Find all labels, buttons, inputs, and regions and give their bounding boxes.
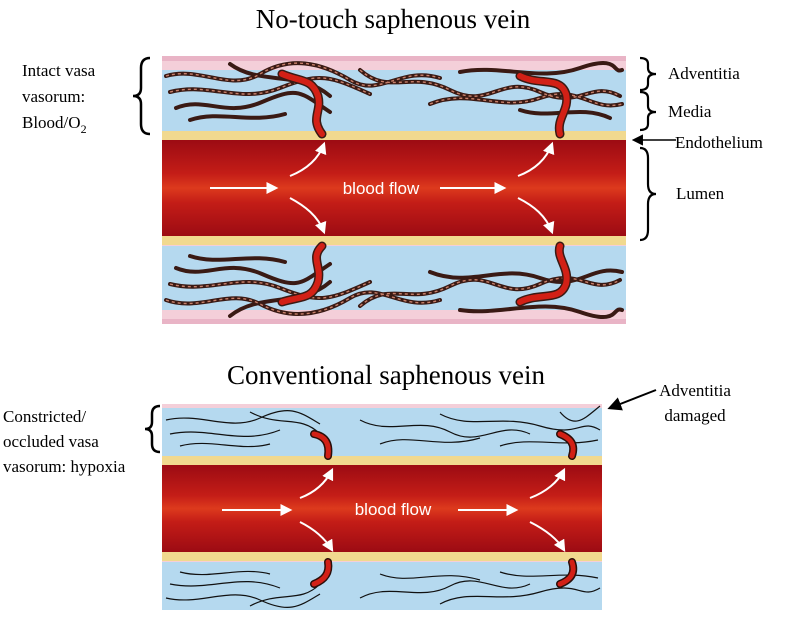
top-vessel: blood flow [162, 56, 626, 324]
top-endothelium-lower [162, 236, 626, 245]
damage-label-line1: Adventitia [659, 381, 731, 400]
damage-pointer-arrow [607, 389, 657, 411]
bottom-flow-arrow-up-left [299, 467, 334, 499]
top-flow-arrows [210, 141, 555, 235]
bottom-flow-arrow-down-right [529, 521, 566, 553]
top-lower-fiber-highlights [165, 277, 621, 315]
bottom-left-label-line1: Constricted/ [3, 407, 86, 426]
lumen-bracket [639, 146, 657, 242]
bottom-endothelium-lower [162, 552, 602, 561]
bottom-flow-arrow-down-left [299, 521, 334, 553]
media-label: Media [668, 102, 712, 121]
bottom-media-upper [162, 408, 602, 458]
top-adventitia-edge-bottom [162, 319, 626, 324]
bottom-media-lower [162, 562, 602, 610]
top-endothelium-upper [162, 131, 626, 140]
damage-label-line2: damaged [664, 406, 726, 425]
top-upper-fiber-highlights [165, 62, 623, 107]
top-left-label-line1: Intact vasa [22, 61, 96, 80]
bottom-lower-fibers [165, 570, 601, 608]
bottom-endothelium-upper [162, 456, 602, 465]
bottom-vasa-vessels [311, 431, 576, 587]
adventitia-label: Adventitia [668, 64, 740, 83]
top-flow-arrow-down-left [289, 197, 327, 235]
top-flow-arrow-down-right [517, 197, 555, 235]
bottom-flow-label: blood flow [355, 500, 432, 519]
top-adventitia-edge [162, 56, 626, 61]
bottom-left-label-line3: vasorum: hypoxia [3, 457, 126, 476]
top-title: No-touch saphenous vein [256, 4, 531, 34]
bottom-title: Conventional saphenous vein [227, 360, 545, 390]
top-vasa-vessels [279, 71, 570, 305]
top-flow-arrow-up-left [289, 141, 327, 177]
bottom-flow-arrow-up-right [529, 467, 566, 499]
top-left-label-line3: Blood/O2 [22, 113, 87, 136]
bottom-left-label-line2: occluded vasa [3, 432, 99, 451]
bottom-flow-arrows [222, 467, 566, 553]
media-bracket [639, 90, 657, 132]
top-left-bracket [132, 56, 151, 136]
bottom-upper-fibers [165, 405, 601, 448]
endothelium-label: Endothelium [675, 133, 763, 152]
bottom-vessel: blood flow [162, 404, 602, 610]
bottom-left-bracket [144, 404, 161, 454]
bottom-lumen [162, 465, 602, 552]
lumen-label: Lumen [676, 184, 725, 203]
adventitia-bracket [639, 56, 657, 92]
top-flow-arrow-up-right [517, 141, 555, 177]
top-flow-label: blood flow [343, 179, 420, 198]
top-left-label-line2: vasorum: [22, 87, 85, 106]
